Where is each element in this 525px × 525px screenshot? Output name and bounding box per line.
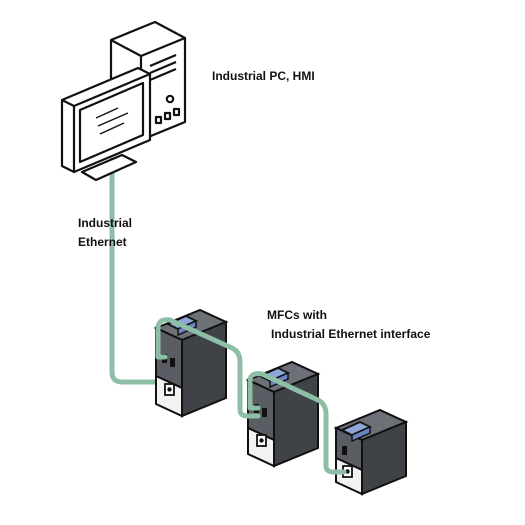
industrial-pc-icon: [60, 20, 187, 182]
mfc-device-3: [333, 408, 409, 496]
mfc-label: MFCs with Industrial Ethernet interface: [267, 306, 430, 344]
ethernet-cable-mfc1-to-mfc2: [155, 317, 261, 419]
ethernet-label-line1: Industrial: [78, 216, 133, 230]
mfc-label-line1: MFCs with: [267, 308, 327, 322]
mfc-device-1: [153, 308, 229, 418]
ethernet-cable-pc-to-mfc1: [109, 157, 161, 385]
ethernet-cable-mfc2-to-mfc3: [247, 371, 347, 475]
mfc-device-2: [245, 360, 321, 468]
ethernet-label: Industrial Ethernet: [78, 214, 132, 252]
ethernet-label-line2: Ethernet: [78, 235, 127, 249]
mfc-label-line2: Industrial Ethernet interface: [271, 327, 431, 341]
pc-label: Industrial PC, HMI: [212, 69, 315, 83]
